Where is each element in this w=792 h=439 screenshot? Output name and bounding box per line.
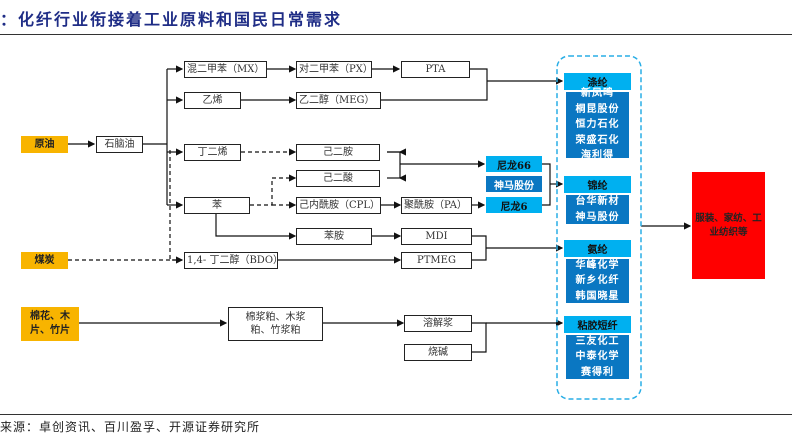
node-nylon-company: 神马股份 bbox=[486, 176, 542, 192]
node-caustic-soda: 烧碱 bbox=[404, 344, 472, 361]
end-use-box: 服装、家纺、工业纺织等 bbox=[692, 172, 765, 279]
node-mdi: MDI bbox=[401, 228, 472, 245]
fiber-viscose: 粘胶短纤 bbox=[564, 316, 631, 333]
node-dissolving-pulp: 溶解浆 bbox=[404, 315, 472, 332]
node-cpl: 己内酰胺（CPL） bbox=[296, 197, 381, 214]
node-meg: 乙二醇（MEG） bbox=[296, 92, 381, 109]
source-cotton-wood-bamboo: 棉花、木片、竹片 bbox=[21, 307, 79, 341]
node-px: 对二甲苯（PX） bbox=[296, 61, 373, 78]
node-nylon66: 尼龙66 bbox=[486, 156, 542, 172]
node-hexanediamine: 己二胺 bbox=[296, 144, 380, 161]
edge-benzene-adipic bbox=[250, 174, 297, 206]
node-pa: 聚酰胺（PA） bbox=[401, 197, 472, 214]
fiber-nylon-companies: 台华新材 神马股份 bbox=[566, 195, 629, 224]
node-ethylene: 乙烯 bbox=[184, 92, 241, 109]
company: 台华新材 bbox=[575, 196, 620, 207]
figure-title: ：化纤行业衔接着工业原料和国民日常需求 bbox=[0, 10, 343, 29]
fiber-spandex: 氨纶 bbox=[564, 240, 631, 257]
source-coal: 煤炭 bbox=[21, 252, 68, 269]
company: 新凤鸣 bbox=[581, 88, 614, 100]
title-divider bbox=[0, 34, 792, 35]
node-pta: PTA bbox=[401, 61, 470, 78]
company: 新乡化纤 bbox=[575, 275, 620, 287]
company: 荣盛石化 bbox=[575, 134, 620, 146]
company: 恒力石化 bbox=[575, 119, 620, 131]
fiber-polyester-companies: 新凤鸣 桐昆股份 恒力石化 荣盛石化 海利得 bbox=[566, 88, 629, 161]
node-naphtha: 石脑油 bbox=[96, 136, 143, 153]
node-ptmeg: PTMEG bbox=[401, 252, 472, 269]
node-adipic-acid: 己二酸 bbox=[296, 170, 380, 187]
fiber-polyester: 涤纶 bbox=[564, 73, 631, 90]
company: 三友化工 bbox=[575, 335, 620, 347]
company: 神马股份 bbox=[575, 211, 620, 223]
company: 韩国晓星 bbox=[575, 290, 620, 302]
company: 中泰化学 bbox=[575, 351, 620, 363]
node-nylon6: 尼龙6 bbox=[486, 197, 542, 213]
edge-benzene-aniline bbox=[215, 212, 297, 240]
node-mx: 混二甲苯（MX） bbox=[184, 61, 267, 78]
node-benzene: 苯 bbox=[184, 197, 250, 214]
company: 赛得利 bbox=[581, 366, 614, 378]
node-aniline: 苯胺 bbox=[296, 228, 372, 245]
source-crude-oil: 原油 bbox=[21, 136, 68, 153]
company: 桐昆股份 bbox=[575, 103, 620, 115]
footer-divider bbox=[0, 414, 792, 415]
company: 海利得 bbox=[581, 150, 614, 162]
fiber-nylon: 锦纶 bbox=[564, 176, 631, 193]
fiber-viscose-companies: 三友化工 中泰化学 赛得利 bbox=[566, 335, 629, 379]
node-pulp: 棉浆粕、木浆粕、竹浆粕 bbox=[228, 307, 323, 341]
fiber-spandex-companies: 华峰化学 新乡化纤 韩国晓星 bbox=[566, 259, 629, 303]
node-bdo: 1,4- 丁二醇（BDO） bbox=[184, 252, 283, 269]
source-note: 来源：卓创资讯、百川盈孚、开源证券研究所 bbox=[0, 420, 261, 434]
node-butadiene: 丁二烯 bbox=[184, 144, 241, 161]
company: 华峰化学 bbox=[575, 259, 620, 271]
